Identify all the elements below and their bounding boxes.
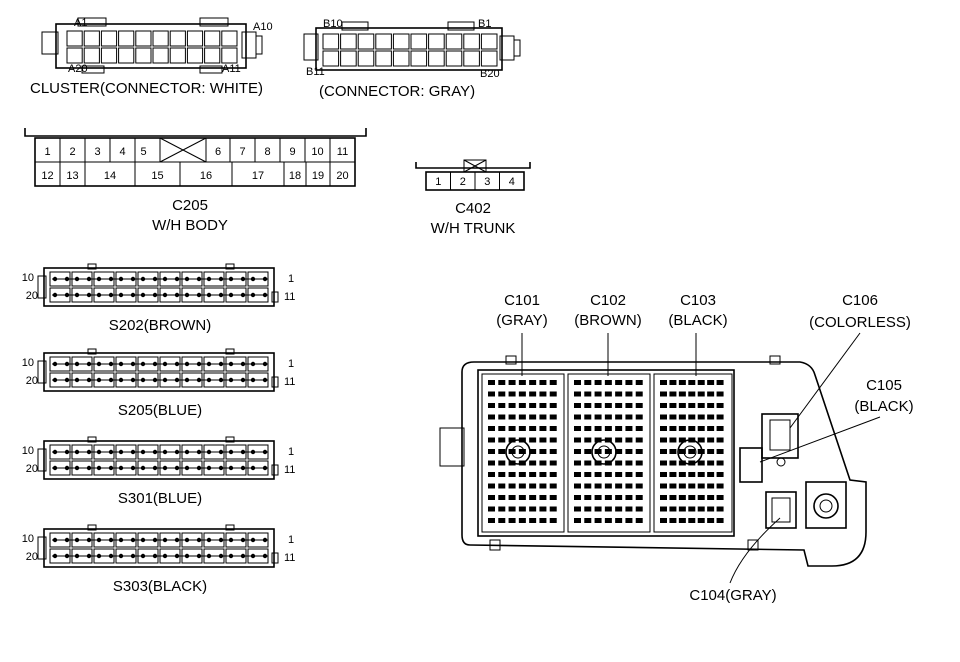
splice-pin-label: 11: [284, 464, 295, 476]
c205-pin: 3: [94, 146, 100, 158]
splice-pin-label: 20: [26, 375, 38, 387]
c205-pin: 8: [264, 146, 270, 158]
c205-pin: 5: [140, 146, 146, 158]
c205-pin: 7: [239, 146, 245, 158]
c102-color: (BROWN): [574, 312, 642, 329]
gray-pin-b20: B20: [480, 68, 500, 80]
c205-pin: 4: [119, 146, 125, 158]
splice-caption: S202(BROWN): [109, 317, 212, 334]
c205-pin: 1: [44, 146, 50, 158]
c205-pin: 15: [151, 170, 163, 182]
c205-pin: 2: [69, 146, 75, 158]
cluster-pin-a20: A20: [68, 63, 88, 75]
c205-pin: 13: [66, 170, 78, 182]
splice-caption: S205(BLUE): [118, 402, 202, 419]
c205-pin: 18: [289, 170, 301, 182]
splice-pin-label: 10: [22, 357, 34, 369]
c103-color: (BLACK): [668, 312, 727, 329]
c205-pin: 6: [215, 146, 221, 158]
gray-pin-b1: B1: [478, 18, 491, 30]
cluster-pin-a10: A10: [253, 21, 273, 33]
splice-pin-label: 1: [288, 534, 294, 546]
splice-pin-label: 11: [284, 552, 295, 564]
c103-name: C103: [680, 292, 716, 309]
splice-pin-label: 1: [288, 358, 294, 370]
splice-pin-label: 1: [288, 273, 294, 285]
c402-pin: 4: [509, 176, 515, 188]
splice-caption: S301(BLUE): [118, 490, 202, 507]
splice-pin-label: 20: [26, 551, 38, 563]
c105-color: (BLACK): [854, 398, 913, 415]
c205-name: C205: [172, 197, 208, 214]
splice-pin-label: 1: [288, 446, 294, 458]
c402-name: C402: [455, 200, 491, 217]
c205-desc: W/H BODY: [152, 217, 228, 234]
c205-pin: 10: [311, 146, 323, 158]
c101-name: C101: [504, 292, 540, 309]
c402-pin: 3: [484, 176, 490, 188]
cluster-pin-a1: A1: [74, 17, 87, 29]
c106-name: C106: [842, 292, 878, 309]
gray-pin-b11: B11: [306, 66, 325, 78]
c205-pin: 16: [200, 170, 212, 182]
c205-pin: 17: [252, 170, 264, 182]
c205-pin: 20: [336, 170, 348, 182]
splice-pin-label: 20: [26, 290, 38, 302]
gray-caption: (CONNECTOR: GRAY): [319, 83, 475, 100]
c105-name: C105: [866, 377, 902, 394]
splice-pin-label: 11: [284, 376, 295, 388]
splice-pin-label: 10: [22, 445, 34, 457]
c101-color: (GRAY): [496, 312, 547, 329]
splice-pin-label: 10: [22, 272, 34, 284]
cluster-white-connector: A1 A10 A20 A11 CLUSTER(CONNECTOR: WHITE): [30, 17, 273, 97]
cluster-caption: CLUSTER(CONNECTOR: WHITE): [30, 80, 263, 97]
c104-label: C104(GRAY): [689, 587, 776, 604]
c205-pin: 19: [312, 170, 324, 182]
junction-box: C101 (GRAY) C102 (BROWN) C103 (BLACK) C1…: [439, 292, 914, 604]
splice-caption: S303(BLACK): [113, 578, 207, 595]
gray-pin-b10: B10: [323, 18, 343, 30]
cluster-pin-a11: A11: [222, 63, 241, 75]
c402-connector: 1 2 3 4 C402 W/H TRUNK: [415, 159, 531, 237]
c402-desc: W/H TRUNK: [431, 220, 516, 237]
splice-pin-label: 20: [26, 463, 38, 475]
c205-pin: 14: [104, 170, 116, 182]
c402-pin: 2: [460, 176, 466, 188]
c402-pin: 1: [435, 176, 441, 188]
c205-pin: 11: [337, 146, 348, 158]
c102-name: C102: [590, 292, 626, 309]
splice-pin-label: 10: [22, 533, 34, 545]
c106-color: (COLORLESS): [809, 314, 911, 331]
cluster-gray-connector: B10 B1 B11 B20 (CONNECTOR: GRAY): [303, 18, 521, 100]
splice-pin-label: 11: [284, 291, 295, 303]
c205-pin: 12: [41, 170, 53, 182]
c205-pin: 9: [289, 146, 295, 158]
